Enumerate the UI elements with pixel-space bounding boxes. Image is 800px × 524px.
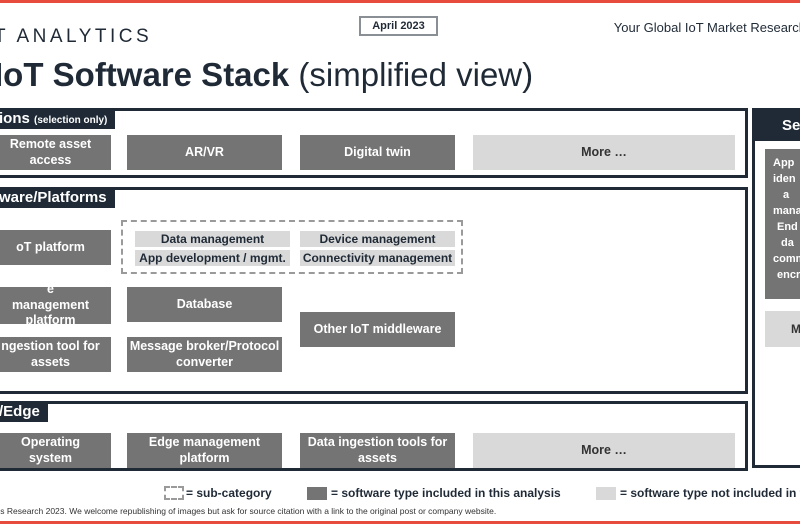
legend-dashed-swatch (164, 486, 184, 500)
date-badge: April 2023 (359, 16, 438, 36)
legend-subcategory: = sub-category (186, 486, 272, 500)
selection-note: (selection only) (34, 115, 108, 126)
applications-label: ions (selection only) (0, 108, 116, 129)
iot-platform: oT platform (0, 230, 111, 265)
subcat-device-management: Device management (300, 231, 455, 247)
title-light: (simplified view) (298, 56, 534, 93)
platforms-label: ware/Platforms (0, 187, 115, 208)
edge-more: More … (473, 433, 735, 468)
edge-operating-system: Operating system (0, 433, 111, 468)
app-ar-vr: AR/VR (127, 135, 282, 170)
edge-management-platform: Edge management platform (127, 433, 282, 468)
tagline: Your Global IoT Market Research (613, 20, 800, 35)
security-box: App iden a mana End da comm encr (765, 149, 800, 299)
other-iot-middleware: Other IoT middleware (300, 312, 455, 347)
database: Database (127, 287, 282, 322)
data-ingestion-tool: ngestion tool for assets (0, 337, 111, 372)
device-management-platform: e management platform (0, 282, 111, 327)
platforms-section: ware/Platforms oT platform Data manageme… (0, 187, 748, 394)
app-digital-twin: Digital twin (300, 135, 455, 170)
edge-section: /Edge Operating system Edge management p… (0, 401, 748, 471)
subcategory-group (121, 220, 463, 274)
app-more: More … (473, 135, 735, 170)
security-section: Se App iden a mana End da comm encr M (752, 108, 800, 468)
page-title: IoT Software Stack (simplified view) (0, 56, 533, 94)
legend-not-included: = software type not included in t (620, 486, 800, 500)
bottom-accent-bar (0, 521, 800, 524)
edge-label: /Edge (0, 401, 48, 422)
edge-data-ingestion-tools: Data ingestion tools for assets (300, 433, 455, 468)
subcat-data-management: Data management (135, 231, 290, 247)
legend-included: = software type included in this analysi… (331, 486, 561, 500)
footer-note: cs Research 2023. We welcome republishin… (0, 506, 497, 516)
applications-section: ions (selection only) Remote asset acces… (0, 108, 748, 178)
top-accent-bar (0, 0, 800, 3)
legend-included-swatch (307, 487, 327, 500)
title-bold: IoT Software Stack (0, 56, 290, 93)
message-broker: Message broker/Protocol converter (127, 337, 282, 372)
subcat-app-development: App development / mgmt. (135, 250, 290, 266)
app-remote-asset-access: Remote asset access (0, 135, 111, 170)
legend-not-included-swatch (596, 487, 616, 500)
company-logo: T ANALYTICS (0, 26, 153, 47)
security-label: Se (755, 111, 800, 141)
subcat-connectivity-management: Connectivity management (300, 250, 455, 266)
security-more: M (765, 311, 800, 347)
